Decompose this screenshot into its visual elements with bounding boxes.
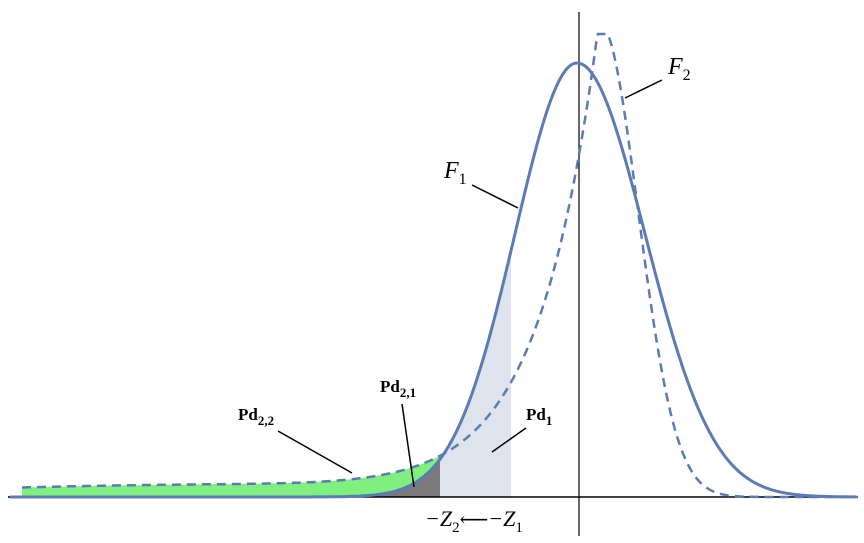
label-z2-z1: −Z2⟵−Z1	[425, 506, 523, 536]
region-pd22	[22, 455, 440, 497]
label-pd21: Pd2,1	[380, 377, 416, 400]
label-pd1: Pd1	[526, 405, 552, 428]
region-pd1	[440, 250, 511, 497]
label-pd22: Pd2,2	[238, 405, 274, 428]
leader-f2	[624, 79, 663, 99]
label-f1: F1	[443, 158, 467, 188]
leader-pd1	[491, 427, 527, 453]
leader-f1	[471, 184, 519, 209]
leader-pd22	[277, 430, 353, 474]
leader-pd21	[401, 403, 415, 488]
curve-f1	[10, 61, 856, 499]
curve-f2	[22, 32, 858, 499]
region-pd21	[360, 459, 440, 497]
label-f2: F2	[667, 54, 691, 84]
